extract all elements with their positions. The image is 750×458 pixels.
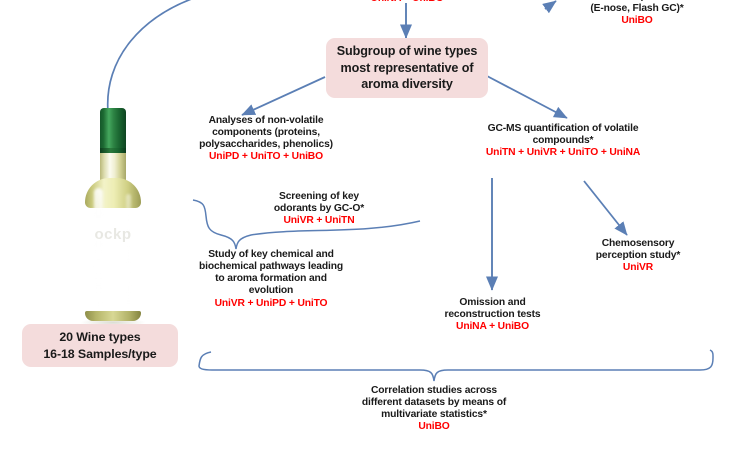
- volatile-profile-unis: UniBO: [621, 15, 653, 27]
- stock-watermark: ockp: [94, 226, 132, 243]
- subgroup-box: Subgroup of wine types most representati…: [326, 38, 488, 98]
- bottle-capsule: [100, 108, 126, 151]
- sensory-top-node: UniNA + UniBO: [340, 0, 474, 5]
- non-volatile-line-3: polysaccharides, phenolics): [199, 139, 333, 151]
- correlation-unis: UniBO: [418, 421, 450, 433]
- bottle-shadow: [81, 318, 145, 327]
- bottle-highlight-left: [94, 188, 103, 306]
- gcms-line-1: GC-MS quantification of volatile: [487, 123, 639, 134]
- screening-line-1: Screening of key: [278, 191, 359, 202]
- bottle-base: [85, 311, 141, 321]
- volatile-profile-line-2: (E-nose, Flash GC)*: [590, 3, 684, 15]
- correlation-node: Correlation studies across different dat…: [334, 385, 534, 434]
- wine-types-box: 20 Wine types 16-18 Samples/type: [22, 324, 178, 367]
- chemosensory-line-2: perception study*: [595, 250, 681, 262]
- volatile-profile-line-1: Volatile profile: [603, 0, 671, 2]
- chemosensory-line-1: Chemosensory: [601, 238, 675, 249]
- arrow-subgroup-to-gcms: [486, 75, 568, 119]
- bottle-capsule-ring: [100, 148, 126, 154]
- brace-to-correlation: [198, 349, 714, 382]
- non-volatile-unis: UniPD + UniTO + UniBO: [209, 151, 323, 163]
- arrow-gcms-to-chemosensory: [583, 180, 628, 236]
- omission-node: Omission and reconstruction tests UniNA …: [420, 297, 565, 333]
- gcms-line-2: compounds*: [532, 135, 594, 147]
- non-volatile-line-2: components (proteins,: [212, 127, 320, 139]
- chemosensory-node: Chemosensory perception study* UniVR: [570, 238, 706, 274]
- wine-bottle-image: ockp: [78, 108, 148, 327]
- wine-types-line-2: 16-18 Samples/type: [43, 346, 157, 361]
- pathways-line-4: evolution: [248, 285, 294, 297]
- correlation-line-1: Correlation studies across: [371, 385, 497, 396]
- subgroup-line-1: Subgroup of wine types: [336, 44, 478, 59]
- arrow-to-volatile-profile: [542, 0, 557, 14]
- sensory-top-unis: UniNA + UniBO: [340, 0, 474, 5]
- pathways-line-2: biochemical pathways leading: [198, 261, 343, 273]
- arrow-bottle-to-sensory: [106, 0, 192, 113]
- pathways-node: Study of key chemical and biochemical pa…: [178, 249, 364, 310]
- non-volatile-node: Analyses of non-volatile components (pro…: [178, 115, 354, 164]
- bottle-neck: [100, 153, 126, 181]
- gcms-node: GC-MS quantification of volatile compoun…: [443, 123, 683, 159]
- arrow-subgroup-to-nonvolatile: [241, 76, 326, 116]
- correlation-line-3: multivariate statistics*: [381, 409, 487, 421]
- screening-node: Screening of key odorants by GC-O* UniVR…: [249, 191, 389, 227]
- pathways-line-1: Study of key chemical and: [208, 249, 334, 260]
- screening-unis: UniVR + UniTN: [283, 215, 355, 227]
- wine-types-line-1: 20 Wine types: [59, 330, 141, 345]
- subgroup-line-2: most representative of: [340, 60, 474, 75]
- chemosensory-unis: UniVR: [622, 262, 654, 274]
- non-volatile-line-1: Analyses of non-volatile: [208, 115, 324, 126]
- omission-line-1: Omission and: [459, 297, 526, 308]
- omission-line-2: reconstruction tests: [444, 309, 541, 321]
- screening-line-2: odorants by GC-O*: [273, 203, 365, 215]
- omission-unis: UniNA + UniBO: [456, 321, 529, 333]
- bottle-highlight-right: [126, 194, 131, 304]
- subgroup-line-3: aroma diversity: [361, 77, 453, 92]
- pathways-line-3: to aroma formation and: [215, 273, 327, 285]
- volatile-profile-node: Volatile profile (E-nose, Flash GC)* Uni…: [559, 0, 715, 27]
- correlation-line-2: different datasets by means of: [361, 397, 507, 409]
- pathways-unis: UniVR + UniPD + UniTO: [214, 297, 328, 309]
- gcms-unis: UniTN + UniVR + UniTO + UniNA: [485, 147, 641, 159]
